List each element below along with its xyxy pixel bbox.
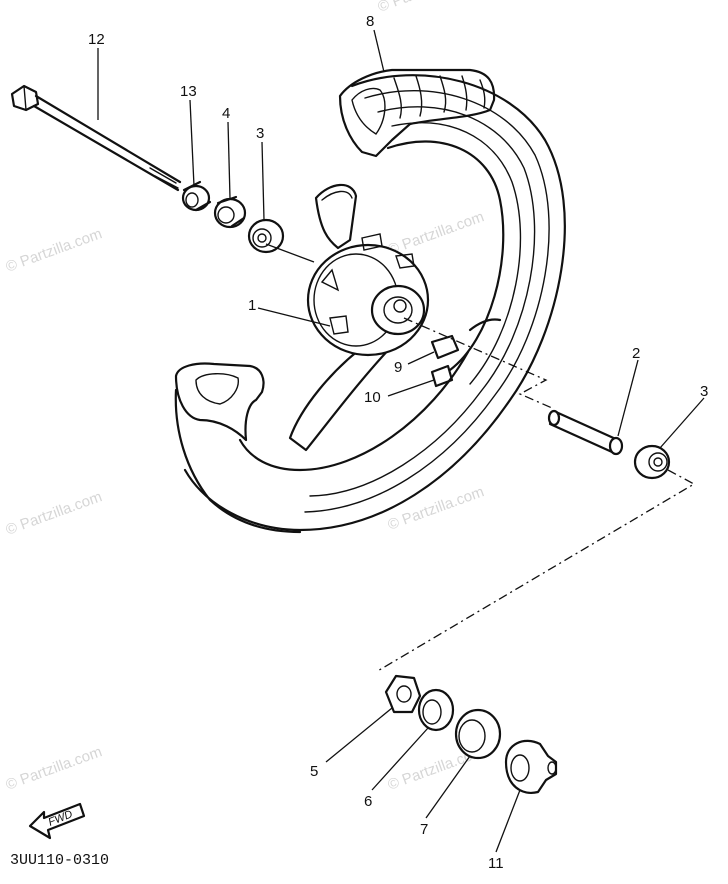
callout-8: 8 [366, 13, 374, 30]
callout-labels: 12 13 4 3 8 1 9 10 2 3 5 6 7 11 [88, 13, 708, 872]
watermark-2: © Partzilla.com [386, 208, 487, 259]
callout-2: 2 [632, 345, 640, 362]
watermark-1: © Partzilla.com [4, 225, 105, 276]
collar-part-2 [547, 409, 624, 456]
gear-unit-part-11 [504, 739, 558, 794]
callout-1: 1 [248, 297, 256, 314]
callout-6: 6 [364, 793, 372, 810]
clutch-part-5 [384, 674, 422, 714]
wheel-assembly-rim-tire [174, 68, 566, 534]
bearing-part-7 [454, 708, 502, 760]
callout-11: 11 [488, 855, 504, 872]
fwd-arrow-icon: FWD [28, 802, 86, 840]
watermark-4: © Partzilla.com [386, 483, 487, 534]
callout-12: 12 [88, 31, 105, 48]
drawing-code: 3UU110-0310 [10, 852, 109, 869]
callout-3-left: 3 [256, 125, 264, 142]
callout-9: 9 [394, 359, 402, 376]
callout-7: 7 [420, 821, 428, 838]
oil-seal-part-6 [417, 688, 455, 732]
callout-3-right: 3 [700, 383, 708, 400]
watermark-7: © Partzilla.com [376, 0, 477, 16]
callout-13: 13 [180, 83, 197, 100]
leader-lines [97, 29, 705, 853]
callout-4: 4 [222, 105, 230, 122]
hub-part-1 [288, 183, 502, 452]
oil-seal-part-4 [213, 195, 247, 229]
collar-part-13 [181, 180, 212, 212]
watermark-5: © Partzilla.com [4, 743, 105, 794]
callout-10: 10 [364, 389, 381, 406]
callout-5: 5 [310, 763, 318, 780]
axle-part-12 [10, 84, 182, 192]
explode-centerline [375, 317, 696, 673]
watermark-3: © Partzilla.com [4, 488, 105, 539]
bearing-part-3-left [247, 218, 285, 254]
bearing-part-3-right [633, 444, 671, 480]
